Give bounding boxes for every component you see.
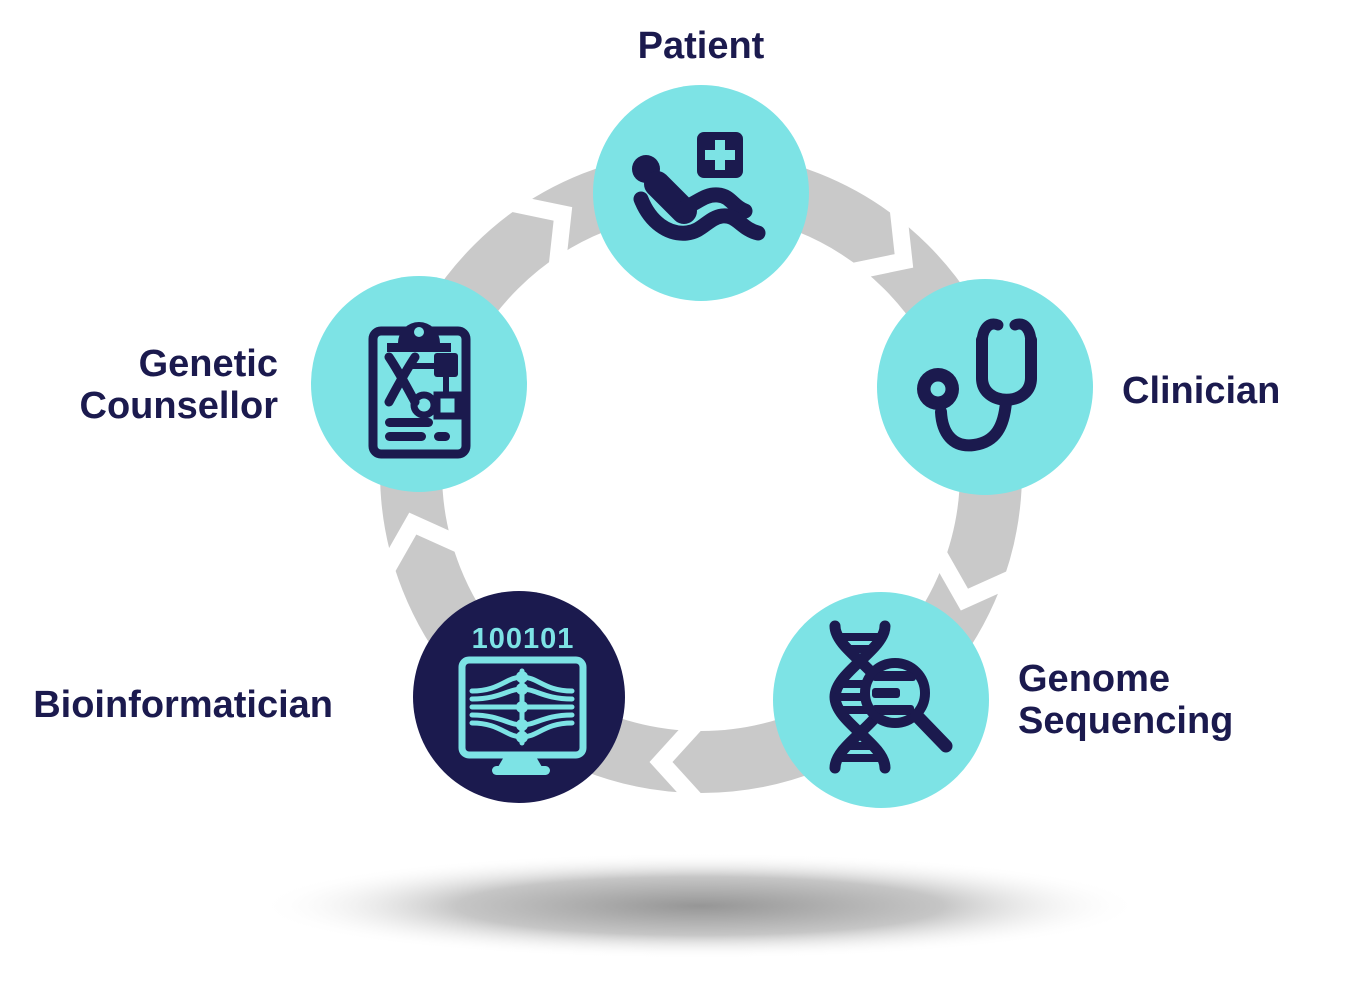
patient-label: Patient <box>637 25 765 67</box>
node-bioinformatician: 100101 <box>413 591 625 803</box>
arrow-genome-to-bioinformatician-icon <box>649 712 708 812</box>
genome-sequencing-label-line1: Genome <box>1018 658 1171 700</box>
binary-code-text: 100101 <box>472 623 575 655</box>
arrow-counsellor-to-patient-icon <box>502 193 573 274</box>
arrow-bioinformatician-to-counsellor-icon <box>376 512 471 580</box>
clipboard-genetics-icon <box>368 322 471 459</box>
genome-sequencing-label-line2: Sequencing <box>1018 700 1234 742</box>
genome-sequencing-label: Genome Sequencing <box>1018 658 1233 742</box>
genetic-counsellor-label: Genetic Counsellor <box>80 343 278 427</box>
node-genetic-counsellor <box>311 276 527 492</box>
monitor-binary-icon: 100101 <box>458 623 587 775</box>
bioinformatician-circle <box>413 591 625 803</box>
ground-shadow <box>258 853 1142 959</box>
patient-reclining-icon <box>632 132 766 241</box>
stethoscope-icon <box>917 318 1037 452</box>
clinician-label: Clinician <box>1122 370 1281 412</box>
node-clinician <box>877 279 1093 495</box>
genetic-counsellor-label-line2: Counsellor <box>79 385 278 427</box>
node-patient <box>593 85 809 301</box>
bioinformatician-label: Bioinformatician <box>33 684 333 726</box>
arrow-patient-to-clinician-icon <box>843 200 914 282</box>
genetic-counsellor-circle <box>311 276 527 492</box>
node-genome-sequencing <box>773 592 989 808</box>
arrow-clinician-to-genome-icon <box>927 543 1023 611</box>
genetic-counsellor-label-line1: Genetic <box>138 343 278 385</box>
dna-magnifier-icon <box>829 620 953 774</box>
